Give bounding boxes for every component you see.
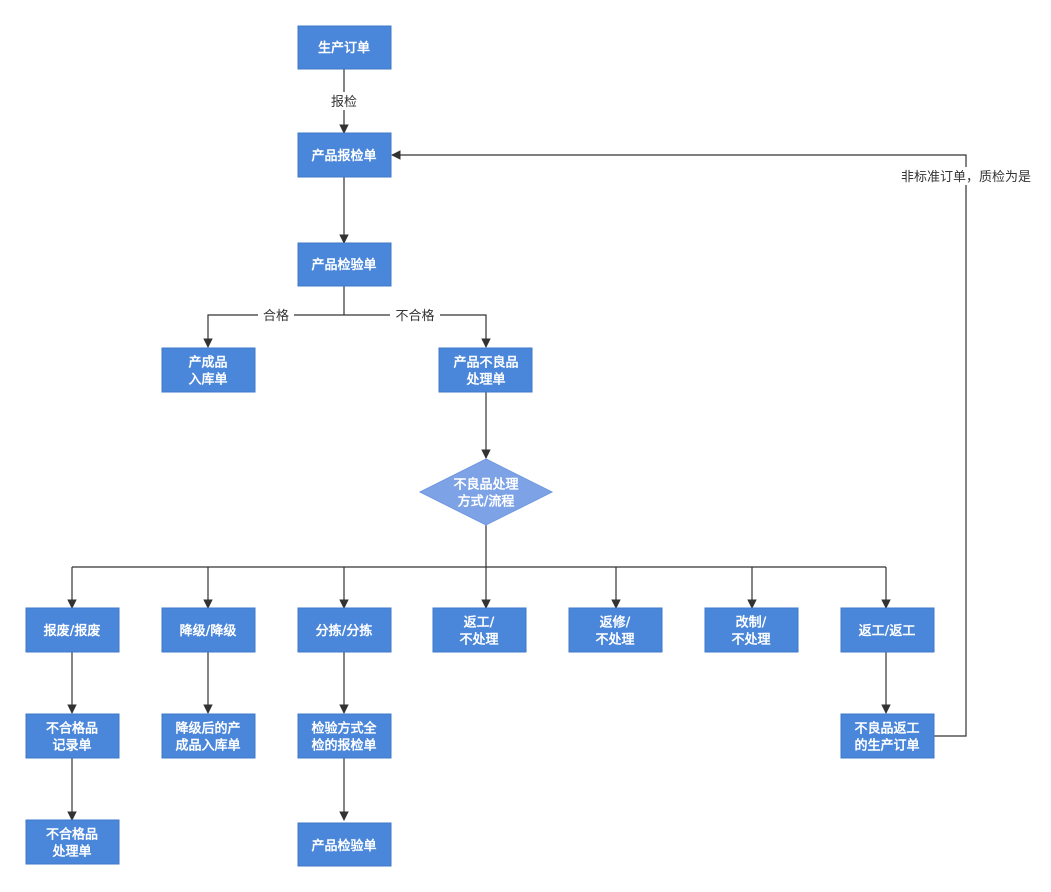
node-label-line: 返工/返工	[859, 624, 916, 639]
node-label-line: 产成品	[188, 355, 227, 371]
node-label-line: 处理单	[51, 844, 91, 860]
edges	[67, 69, 967, 821]
node-label-line: 不良品返工	[854, 721, 919, 737]
node-label-line: 分拣/分拣	[316, 623, 373, 639]
node-rework-rework[interactable]: 返工/返工	[840, 607, 935, 653]
node-label-line: 入库单	[188, 372, 227, 388]
node-label-line: 生产订单	[318, 40, 370, 56]
label-report-inspection: 报检	[331, 95, 357, 110]
node-label-line: 不处理	[459, 632, 498, 648]
node-label-line: 改制/	[736, 615, 767, 631]
edge-labels: 报检 合格 不合格 非标准订单，质检为是	[258, 92, 1041, 324]
node-label-line: 不合格品	[46, 721, 98, 737]
node-label-line: 不处理	[595, 632, 634, 648]
node-label-line: 产品检验单	[311, 257, 376, 273]
node-label-line: 处理单	[465, 372, 505, 388]
edge-qualified-branch	[203, 314, 344, 348]
node-sorting[interactable]: 分拣/分拣	[297, 607, 392, 653]
node-label-line: 检验方式全	[311, 721, 377, 737]
node-label-line: 降级后的产	[175, 721, 240, 737]
node-production-order[interactable]: 生产订单	[297, 25, 392, 70]
label-unqualified: 不合格	[395, 308, 434, 324]
node-label-line: 产品报检单	[311, 148, 376, 164]
edge-feedback-loop	[391, 150, 967, 737]
node-label-line: 检的报检单	[311, 738, 376, 754]
node-label-line: 返工/	[464, 616, 495, 631]
node-label-line: 不处理	[731, 632, 770, 648]
node-modify-no-process[interactable]: 改制/不处理	[704, 607, 799, 653]
node-scrap[interactable]: 报废/报废	[25, 607, 120, 653]
node-product-inspection-sheet[interactable]: 产品检验单	[297, 242, 392, 287]
node-label-line: 不良品处理	[453, 477, 518, 493]
node-label-line: 报废/报废	[44, 623, 101, 639]
node-label-line: 产品检验单	[311, 838, 376, 854]
node-product-inspection-sheet-2[interactable]: 产品检验单	[297, 822, 392, 867]
node-label-line: 产品不良品	[453, 355, 518, 371]
node-label-line: 成品入库单	[175, 738, 240, 754]
node-rework-no-process[interactable]: 返工/不处理	[432, 607, 527, 653]
node-label-line: 的生产订单	[854, 738, 919, 754]
label-nonstandard-feedback: 非标准订单，质检为是	[901, 170, 1031, 185]
node-label-line: 降级/降级	[180, 623, 238, 639]
node-label-line: 返修/	[600, 615, 631, 631]
node-product-inspection-request[interactable]: 产品报检单	[297, 132, 392, 178]
node-downgrade[interactable]: 降级/降级	[161, 607, 256, 653]
node-label-line: 方式/流程	[458, 494, 515, 510]
label-qualified: 合格	[263, 308, 289, 324]
node-repair-no-process[interactable]: 返修/不处理	[568, 607, 663, 653]
node-label-line: 记录单	[52, 738, 91, 754]
node-label-line: 不合格品	[46, 827, 98, 843]
